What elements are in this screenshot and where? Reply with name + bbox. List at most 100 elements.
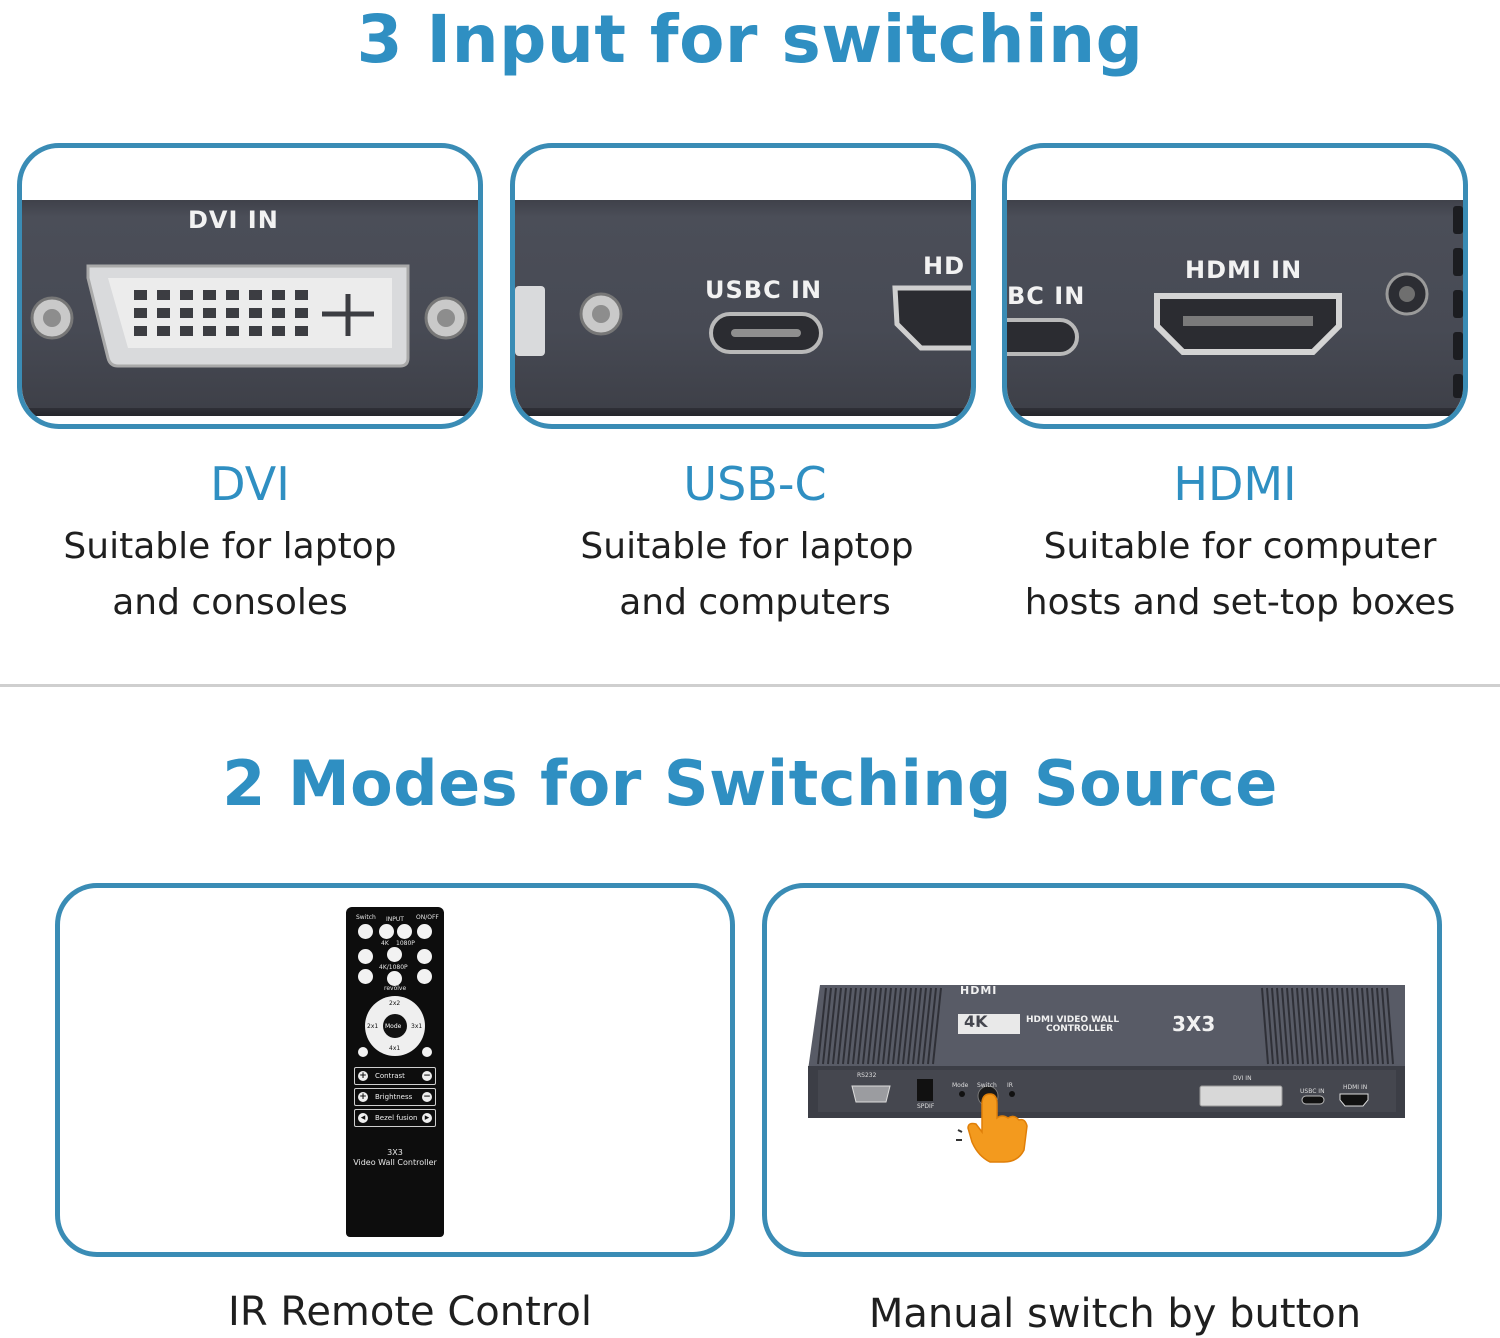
dvi-port-panel: DVI IN [17, 143, 483, 429]
dvi-pin [272, 290, 285, 300]
remote-bezel-row: ◂ Bezel fusion ▸ [354, 1109, 436, 1127]
device-model-label: 3X3 [1172, 1012, 1216, 1036]
dvi-pin [249, 326, 262, 336]
remote-right-button [422, 1047, 432, 1057]
section-title-inputs: 3 Input for switching [356, 1, 1144, 78]
dvi-pin [272, 326, 285, 336]
hdmi-port-panel: HDMI IN BC IN [1002, 143, 1468, 429]
device-switch-label: Switch [977, 1082, 997, 1089]
ir-remote-image: Switch INPUT ON/OFF 4K 1080P 4K/1080P re… [346, 907, 444, 1237]
manual-switch-caption: Manual switch by button [868, 1291, 1362, 1337]
usbc-title: USB-C [683, 457, 827, 511]
remote-1x1-button [358, 949, 373, 964]
dvi-pin-grid [134, 290, 374, 336]
device-title-line1: HDMI VIDEO WALL [1026, 1015, 1120, 1025]
dvi-in-label: DVI IN [188, 206, 279, 234]
remote-input-1080p-button [397, 924, 412, 939]
remote-3x1-label: 3x1 [411, 1023, 423, 1030]
dvi-pin [180, 326, 193, 336]
hdmi-port-icon [1007, 206, 1463, 398]
device-4k-badge: 4K [964, 1012, 988, 1031]
remote-contrast-label: Contrast [375, 1072, 405, 1080]
remote-4k1080-label: 4K/1080P [379, 964, 408, 971]
remote-model-label: 3X3 [387, 1148, 403, 1157]
remote-4x1-label: 4x1 [389, 1045, 401, 1052]
remote-caption: IR Remote Control [228, 1289, 592, 1335]
plus-icon: + [358, 1071, 368, 1081]
hdmi-partial-label: HD [923, 252, 966, 280]
dvi-blade [322, 294, 374, 336]
usbc-port-icon [515, 285, 971, 356]
device-spdif-label: SPDIF [917, 1103, 935, 1110]
remote-4k-label: 4K [381, 940, 389, 947]
remote-contrast-row: + Contrast − [354, 1067, 436, 1085]
device-hdmi-logo: HDMI [960, 984, 998, 997]
remote-revolve-label: revolve [384, 985, 407, 992]
dvi-pin [203, 308, 216, 318]
remote-mode-label: Mode [385, 1023, 402, 1030]
dvi-pin [249, 290, 262, 300]
remote-input-4k-button [379, 924, 394, 939]
minus-icon: − [422, 1092, 432, 1102]
prev-icon: ◂ [358, 1113, 368, 1123]
dvi-pin [203, 326, 216, 336]
dvi-pin [295, 308, 308, 318]
hdmi-title: HDMI [1173, 457, 1297, 511]
dvi-pin [180, 308, 193, 318]
dvi-title: DVI [210, 457, 290, 511]
dvi-pin [180, 290, 193, 300]
remote-1080p-label: 1080P [396, 940, 415, 947]
remote-out-button [387, 947, 402, 962]
next-icon: ▸ [422, 1113, 432, 1123]
device-usbc-in-label: USBC IN [1300, 1088, 1325, 1095]
remote-bezel-label: Bezel fusion [375, 1114, 418, 1122]
plus-icon: + [358, 1092, 368, 1102]
remote-onoff-label: ON/OFF [416, 914, 439, 921]
remote-brightness-row: + Brightness − [354, 1088, 436, 1106]
dvi-pin [134, 326, 147, 336]
usbc-partial-label: BC IN [1007, 282, 1086, 310]
dvi-pin [134, 308, 147, 318]
remote-brightness-label: Brightness [375, 1093, 413, 1101]
remote-audio-button [417, 924, 432, 939]
hdmi-desc-line1: Suitable for computer [1043, 526, 1437, 567]
usbc-in-label: USBC IN [705, 276, 823, 304]
dvi-pin [157, 326, 170, 336]
device-ultrahd-label: ULTRAHD [958, 1026, 986, 1033]
remote-signal-button [358, 924, 373, 939]
remote-input-label: INPUT [386, 916, 404, 923]
dvi-desc-line1: Suitable for laptop [63, 526, 397, 567]
usbc-desc-line2: and computers [619, 582, 891, 623]
remote-mode-button [383, 1014, 407, 1038]
section-title-modes: 2 Modes for Switching Source [222, 747, 1278, 820]
device-rs232-label: RS232 [857, 1072, 877, 1079]
dvi-pin [157, 290, 170, 300]
dvi-desc-line2: and consoles [112, 582, 348, 623]
minus-icon: − [422, 1071, 432, 1081]
remote-1x3-button [417, 949, 432, 964]
remote-1x4-button [417, 969, 432, 984]
dvi-pin [272, 308, 285, 318]
dvi-pin [134, 290, 147, 300]
remote-switch-label: Switch [356, 914, 376, 921]
device-ir-label: IR [1007, 1082, 1013, 1089]
dvi-pin [295, 326, 308, 336]
dvi-pin [226, 290, 239, 300]
dvi-pin [226, 326, 239, 336]
remote-2x1-label: 2x1 [367, 1023, 379, 1030]
device-hdmi-in-label: HDMI IN [1343, 1084, 1368, 1091]
hdmi-in-label: HDMI IN [1185, 256, 1303, 284]
usbc-desc-line1: Suitable for laptop [580, 526, 914, 567]
usbc-port-panel: USBC IN HD [510, 143, 976, 429]
device-mode-label: Mode [952, 1082, 969, 1089]
dvi-pin [295, 290, 308, 300]
dvi-pin [249, 308, 262, 318]
hdmi-desc-line2: hosts and set-top boxes [1024, 582, 1456, 623]
remote-1x2-button [358, 969, 373, 984]
device-dvi-in-label: DVI IN [1233, 1075, 1252, 1082]
remote-left-button [358, 1047, 368, 1057]
dvi-pin [226, 308, 239, 318]
remote-product-label: Video Wall Controller [353, 1158, 437, 1167]
section-divider [0, 684, 1500, 687]
dvi-pin [157, 308, 170, 318]
